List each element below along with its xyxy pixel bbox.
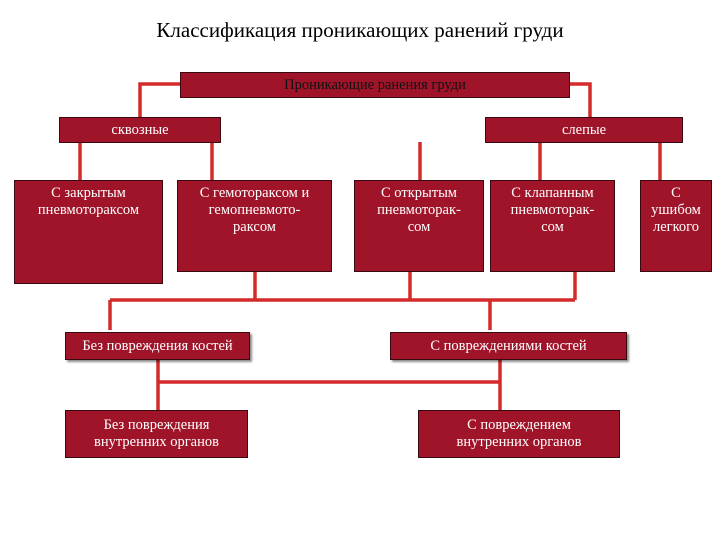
- node-hemothorax: С гемотораксом и гемопневмото- раксом: [177, 180, 332, 272]
- node-closed-pneumothorax: С закрытым пневмотораксом: [14, 180, 163, 284]
- node-open-pneumothorax: С открытым пневмоторак- сом: [354, 180, 484, 272]
- node-through-wounds: сквозные: [59, 117, 221, 143]
- diagram-title: Классификация проникающих ранений груди: [156, 18, 564, 42]
- node-valve-pneumothorax: С клапанным пневмоторак- сом: [490, 180, 615, 272]
- node-internal-organ-damage: С повреждением внутренних органов: [418, 410, 620, 458]
- connector-root-through: [138, 82, 180, 118]
- node-penetrating-chest-wounds: Проникающие ранения груди: [180, 72, 570, 98]
- node-no-bone-damage: Без повреждения костей: [65, 332, 250, 360]
- node-blind-wounds: слепые: [485, 117, 683, 143]
- connector-root-blind: [570, 82, 592, 118]
- node-lung-contusion: С ушибом легкого: [640, 180, 712, 272]
- node-bone-damage: С повреждениями костей: [390, 332, 627, 360]
- node-no-internal-organ-damage: Без повреждения внутренних органов: [65, 410, 248, 458]
